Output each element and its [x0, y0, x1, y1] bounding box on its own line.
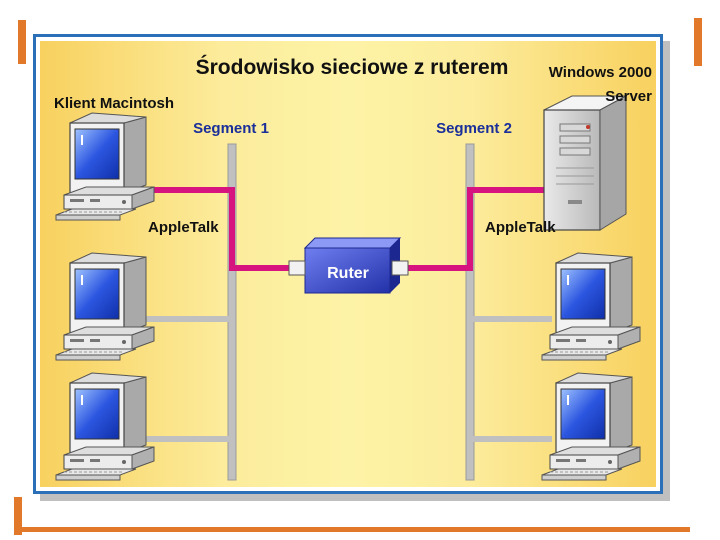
slide-accent-bottom-left [14, 497, 22, 535]
server-label-line2: Server [605, 88, 652, 105]
mac-computer-icon [55, 112, 155, 221]
router-label: Ruter [327, 265, 369, 282]
segment-2-backbone [465, 143, 552, 481]
appletalk-label-left: AppleTalk [148, 219, 219, 236]
server-label-line1: Windows 2000 [549, 64, 652, 81]
slide-accent-top-left [18, 20, 26, 64]
appletalk-link-left [138, 187, 296, 271]
segment-1-backbone [140, 143, 237, 481]
server-tower-icon [543, 95, 627, 231]
router-box-icon [288, 237, 409, 294]
mac-computer-icon [55, 252, 155, 361]
mac-computer-icon [55, 372, 155, 481]
slide-accent-top-right [694, 18, 702, 66]
segment-1-label: Segment 1 [193, 120, 269, 137]
client-label: Klient Macintosh [54, 95, 174, 112]
appletalk-link-right [406, 187, 550, 271]
appletalk-label-right: AppleTalk [485, 219, 556, 236]
slide-accent-bottom-line [14, 527, 690, 532]
mac-computer-icon [541, 372, 641, 481]
segment-2-label: Segment 2 [436, 120, 512, 137]
mac-computer-icon [541, 252, 641, 361]
page-title: Środowisko sieciowe z ruterem [196, 55, 509, 79]
